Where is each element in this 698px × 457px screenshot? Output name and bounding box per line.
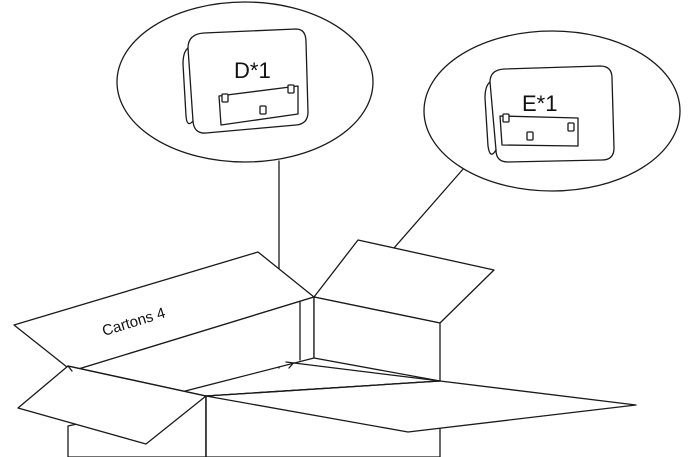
part-d-screw-3 bbox=[259, 105, 267, 115]
part-e-screw-2 bbox=[567, 122, 575, 132]
carton-rim-front bbox=[67, 365, 207, 397]
callout-e: E*1 bbox=[423, 30, 681, 192]
carton-inner-edge-2 bbox=[285, 361, 441, 382]
part-d-plate bbox=[218, 85, 299, 126]
part-d-screw-2 bbox=[287, 84, 295, 94]
part-e-cushion-side bbox=[484, 81, 497, 155]
part-e-label: E*1 bbox=[522, 91, 557, 116]
callout-d: D*1 bbox=[116, 1, 374, 163]
part-d-screw-1 bbox=[221, 93, 229, 103]
part-e-screw-3 bbox=[526, 131, 534, 141]
part-e-plate bbox=[499, 115, 579, 147]
part-e-screw-1 bbox=[502, 113, 510, 123]
carton-rim-right bbox=[205, 380, 441, 397]
part-d-label: D*1 bbox=[234, 58, 271, 83]
carton-left-edge bbox=[67, 365, 73, 372]
carton-box bbox=[13, 239, 637, 457]
part-d-cushion-side bbox=[182, 47, 194, 125]
